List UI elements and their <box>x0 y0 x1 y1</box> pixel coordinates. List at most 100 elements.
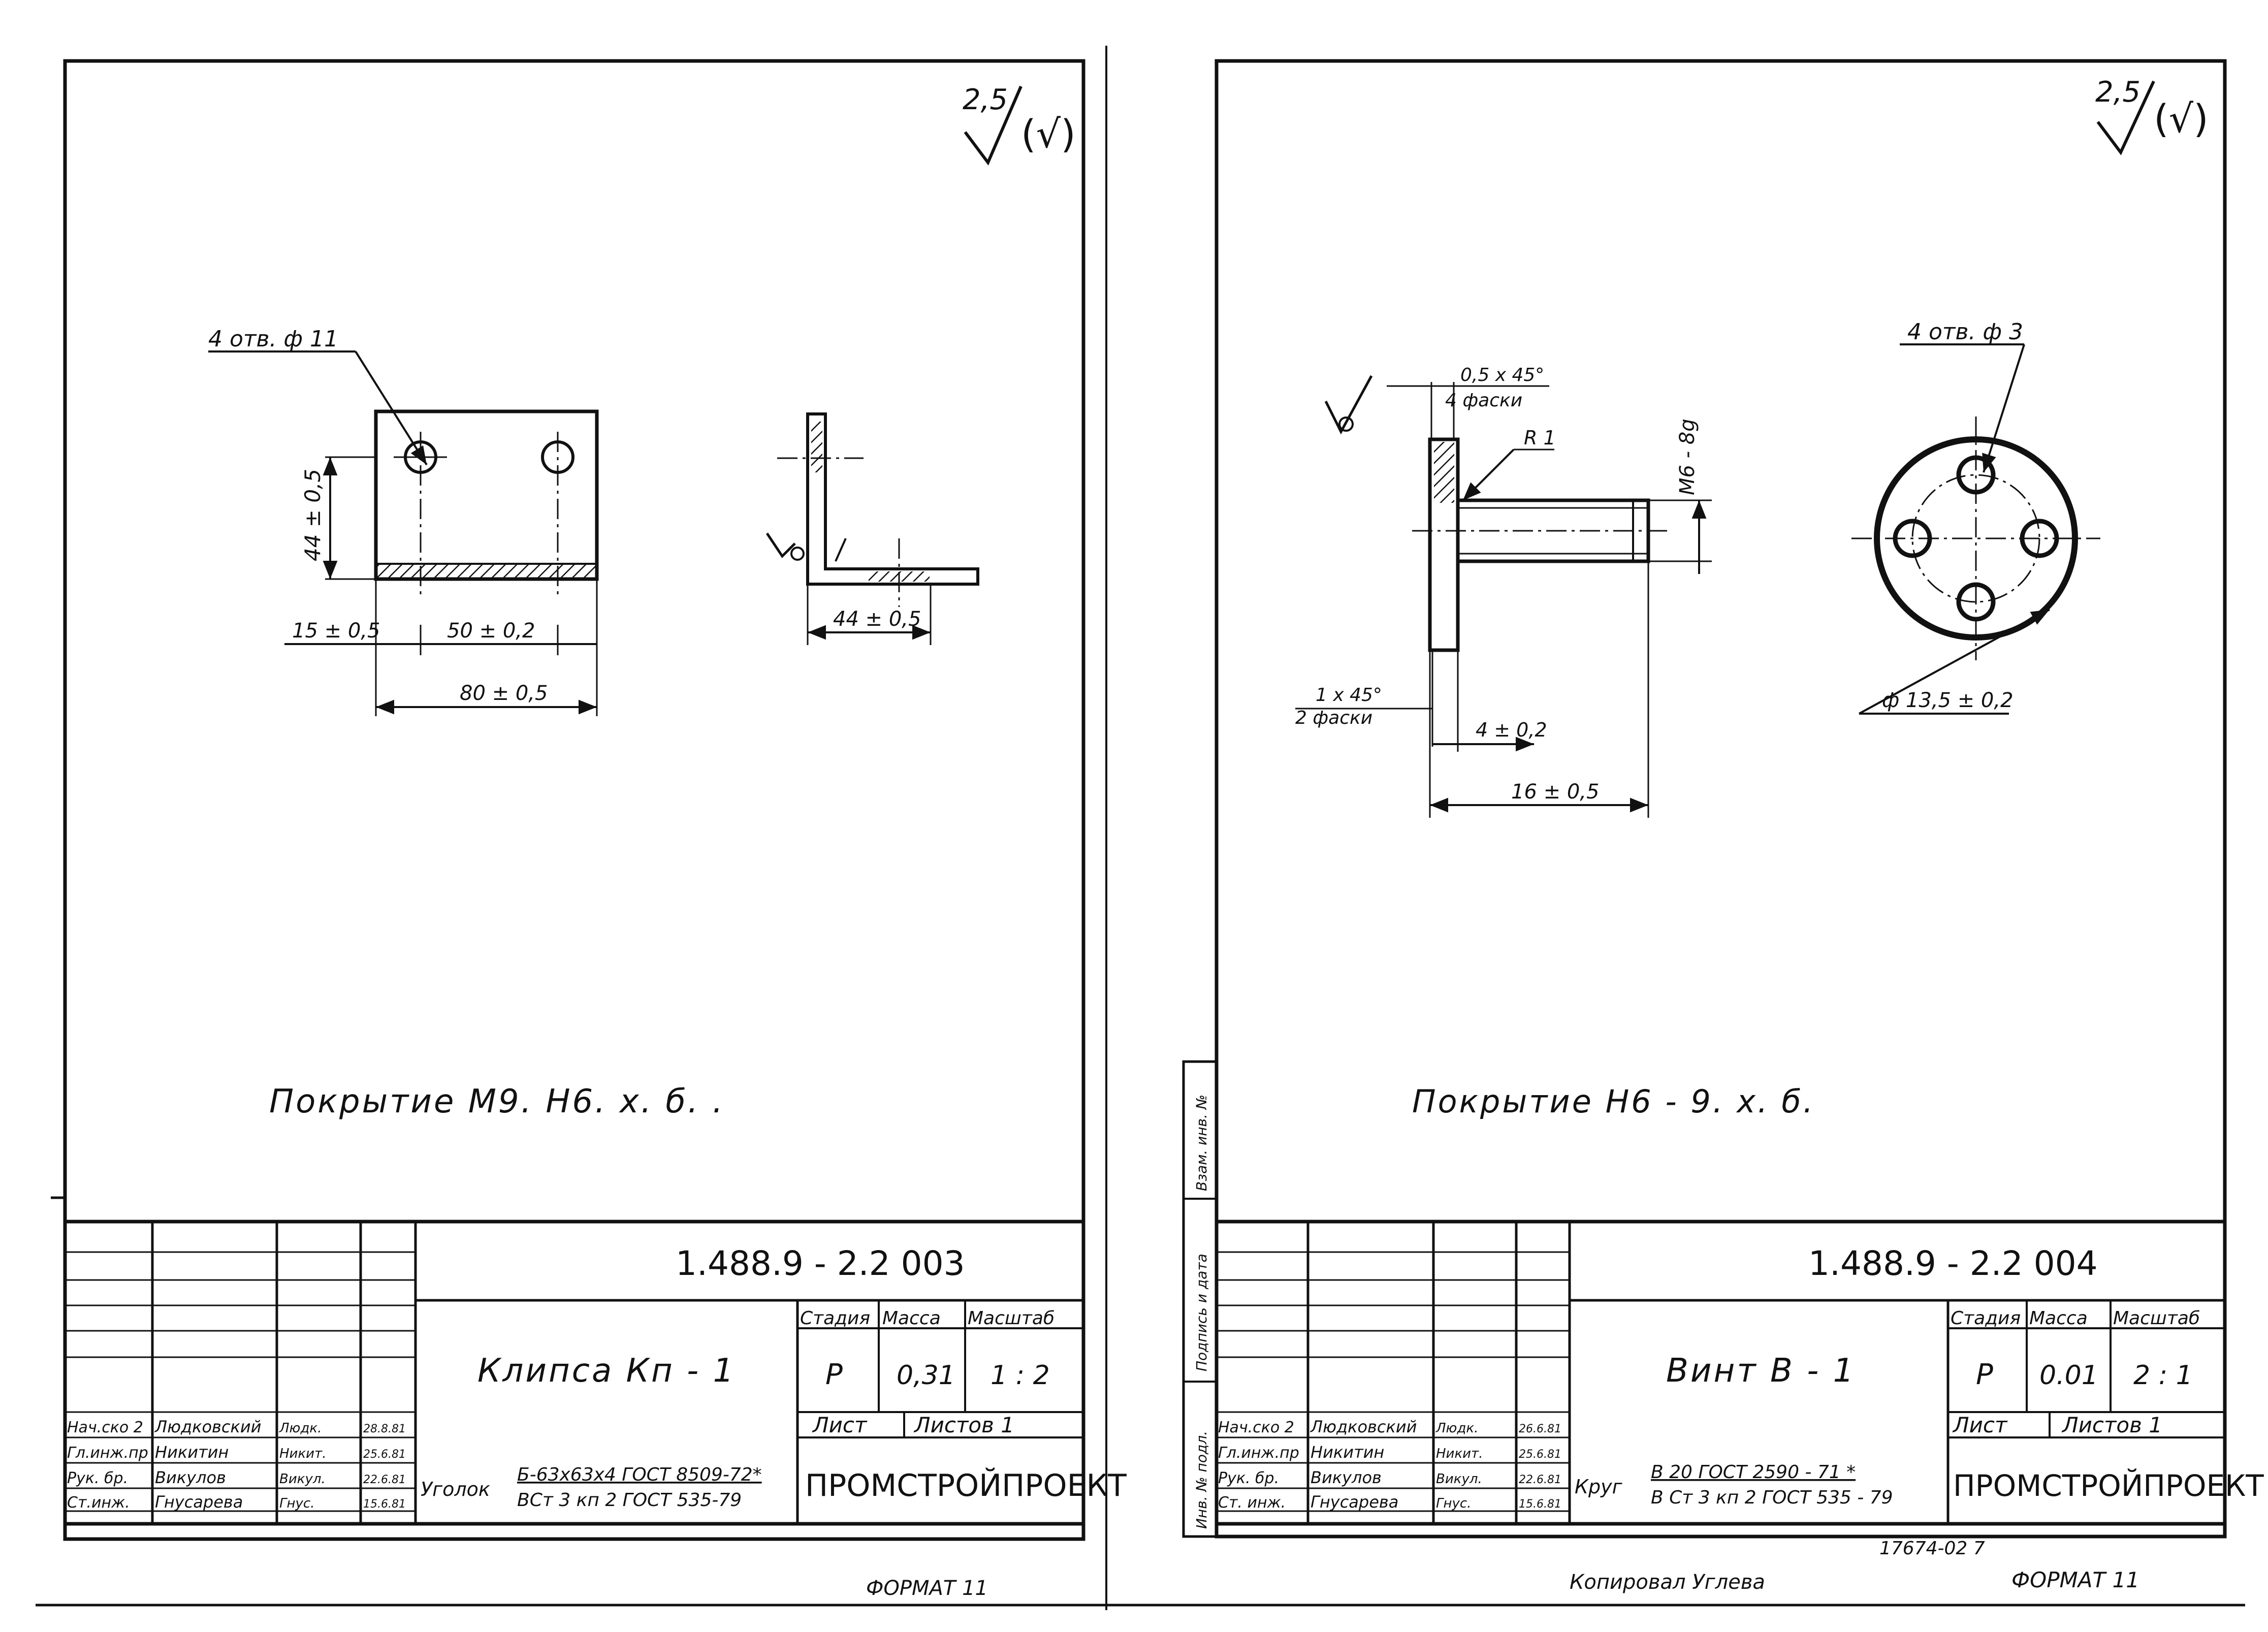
svg-text:Людк.: Людк. <box>1435 1421 1478 1436</box>
svg-text:25.6.81: 25.6.81 <box>363 1448 406 1461</box>
svg-text:22.6.81: 22.6.81 <box>1519 1474 1561 1486</box>
material-top-right: В 20 ГОСТ 2590 - 71 * <box>1651 1462 1856 1483</box>
svg-text:Листов 1: Листов 1 <box>913 1413 1014 1437</box>
dim-height: 44 ± 0,5 <box>300 469 325 561</box>
mass-value-right: 0.01 <box>2039 1360 2098 1391</box>
material-bottom: ВСт 3 кп 2 ГОСТ 535-79 <box>517 1490 742 1511</box>
svg-text:Никит.: Никит. <box>1436 1446 1483 1461</box>
svg-text:Масса: Масса <box>882 1308 941 1329</box>
left-sheet: 2,5 (√) 4 отв. ф 11 44 ± 0,5 <box>51 59 1127 1600</box>
title-block-right: 1.488.9 - 2.2 004 Винт В - 1 Стадия Масс… <box>1217 1220 2264 1526</box>
right-frame <box>1215 59 2227 1539</box>
org-name: ПРОМСТРОЙПРОЕКТ <box>805 1467 1127 1503</box>
mass-value: 0,31 <box>897 1360 955 1391</box>
stage-value-right: Р <box>1976 1358 1993 1391</box>
svg-text:Людк.: Людк. <box>279 1421 322 1436</box>
org-name-right: ПРОМСТРОЙПРОЕКТ <box>1953 1468 2264 1503</box>
dim-length: 16 ± 0,5 <box>1511 780 1599 804</box>
svg-text:Никитин: Никитин <box>155 1443 229 1462</box>
material-bottom-right: В Ст 3 кп 2 ГОСТ 535 - 79 <box>1651 1487 1893 1508</box>
svg-text:Рук. бр.: Рук. бр. <box>1218 1469 1279 1487</box>
svg-text:2,5: 2,5 <box>963 83 1008 116</box>
svg-text:Инв. № подл.: Инв. № подл. <box>1193 1431 1210 1529</box>
svg-text:Гл.инж.пр: Гл.инж.пр <box>1218 1444 1299 1462</box>
svg-text:Ст.инж.: Ст.инж. <box>67 1494 130 1512</box>
svg-text:28.8.81: 28.8.81 <box>363 1423 406 1435</box>
svg-text:Гнусарева: Гнусарева <box>1311 1492 1398 1512</box>
part-name-right: Винт В - 1 <box>1666 1352 1856 1390</box>
svg-text:Викулов: Викулов <box>1311 1468 1382 1487</box>
svg-text:Викулов: Викулов <box>155 1468 226 1487</box>
roughness-mark: 2,5 (√) <box>963 83 1076 166</box>
screw-side-view: 0,5 х 45° 4 фаски R 1 М6 - 8g 1 х 45° 2 … <box>1295 365 1712 818</box>
svg-text:Никитин: Никитин <box>1311 1443 1384 1462</box>
svg-text:25.6.81: 25.6.81 <box>1519 1448 1561 1461</box>
svg-text:Людковский: Людковский <box>1310 1417 1417 1436</box>
screw-end-view: 4 отв. ф 3 ф 13,5 ± 0,2 <box>1851 319 2100 715</box>
svg-text:Гнус.: Гнус. <box>1436 1496 1471 1511</box>
svg-text:Стадия: Стадия <box>800 1308 870 1329</box>
dim-left: 15 ± 0,5 <box>292 619 380 643</box>
thread-label: М6 - 8g <box>1676 419 1699 495</box>
svg-text:Никит.: Никит. <box>279 1446 326 1461</box>
svg-text:Подпись и дата: Подпись и дата <box>1193 1254 1210 1371</box>
angle-profile: 44 ± 0,5 <box>765 412 979 645</box>
dim-angle: 44 ± 0,5 <box>833 607 921 631</box>
coating-note: Покрытие М9. Н6. х. б. . <box>269 1083 725 1121</box>
part-name: Клипса Кп - 1 <box>477 1352 736 1390</box>
side-stamps: Взам. инв. № Подпись и дата Инв. № подл. <box>1182 1060 1218 1538</box>
svg-text:Лист: Лист <box>812 1413 868 1437</box>
svg-text:2 фаски: 2 фаски <box>1295 708 1372 728</box>
radius-label: R 1 <box>1524 427 1556 449</box>
svg-text:22.6.81: 22.6.81 <box>363 1474 406 1486</box>
stage-value: Р <box>825 1358 843 1391</box>
coating-note-right: Покрытие Н6 - 9. х. б. <box>1412 1083 1815 1120</box>
roughness-mark-right: 2,5 (√) <box>2095 76 2209 155</box>
svg-text:Ст. инж.: Ст. инж. <box>1218 1494 1286 1512</box>
doc-number-right: 1.488.9 - 2.2 004 <box>1808 1244 2098 1283</box>
svg-text:15.6.81: 15.6.81 <box>363 1498 406 1511</box>
svg-text:Людковский: Людковский <box>154 1417 261 1436</box>
svg-text:(√): (√) <box>1021 111 1076 156</box>
svg-text:Викул.: Викул. <box>1436 1471 1482 1487</box>
format-label-right: ФОРМАТ 11 <box>2011 1567 2139 1592</box>
dim-spacing: 50 ± 0,2 <box>447 619 535 643</box>
svg-text:Листов 1: Листов 1 <box>2061 1413 2162 1437</box>
svg-text:15.6.81: 15.6.81 <box>1519 1498 1561 1511</box>
end-holes-label: 4 отв. ф 3 <box>1907 319 2023 345</box>
svg-text:Гнусарева: Гнусарева <box>155 1492 243 1512</box>
svg-text:Гл.инж.пр: Гл.инж.пр <box>67 1444 148 1462</box>
right-sheet: Взам. инв. № Подпись и дата Инв. № подл.… <box>1182 59 2264 1594</box>
chamfer-bottom: 1 х 45° <box>1316 685 1382 706</box>
dim-head: 4 ± 0,2 <box>1476 719 1547 741</box>
svg-text:Лист: Лист <box>1952 1413 2008 1437</box>
svg-text:26.6.81: 26.6.81 <box>1519 1423 1561 1435</box>
stamp-number: 17674-02 7 <box>1879 1538 1985 1559</box>
format-label: ФОРМАТ 11 <box>866 1577 988 1600</box>
svg-text:Масштаб: Масштаб <box>2113 1308 2200 1329</box>
plate-view: 4 отв. ф 11 44 ± 0,5 15 ± 0,5 50 ± 0,2 8… <box>208 326 599 716</box>
dim-diameter: ф 13,5 ± 0,2 <box>1882 689 2014 712</box>
material-top: Б-63х63х4 ГОСТ 8509-72* <box>517 1464 762 1485</box>
doc-number: 1.488.9 - 2.2 003 <box>676 1244 965 1283</box>
svg-text:Масса: Масса <box>2029 1308 2088 1329</box>
scale-value-right: 2 : 1 <box>2133 1360 2193 1391</box>
svg-text:Рук. бр.: Рук. бр. <box>67 1469 128 1487</box>
title-block-left: 1.488.9 - 2.2 003 Клипса Кп - 1 Стадия М… <box>65 1220 1127 1526</box>
svg-text:Уголок: Уголок <box>421 1478 490 1500</box>
svg-text:Нач.ско 2: Нач.ско 2 <box>67 1419 143 1436</box>
svg-text:(√): (√) <box>2154 96 2209 141</box>
dim-width: 80 ± 0,5 <box>460 682 548 705</box>
svg-text:Викул.: Викул. <box>279 1471 326 1487</box>
svg-text:Круг: Круг <box>1575 1476 1623 1498</box>
chamfer-top: 0,5 х 45° <box>1460 365 1544 386</box>
left-frame <box>63 59 1085 1541</box>
svg-text:Стадия: Стадия <box>1951 1308 2021 1329</box>
holes-label: 4 отв. ф 11 <box>208 326 338 352</box>
svg-text:Масштаб: Масштаб <box>968 1308 1055 1329</box>
svg-text:2,5: 2,5 <box>2095 76 2141 109</box>
svg-text:4 фаски: 4 фаски <box>1445 390 1522 411</box>
copied-by: Копировал Углева <box>1570 1571 1765 1594</box>
scale-value: 1 : 2 <box>991 1360 1050 1391</box>
